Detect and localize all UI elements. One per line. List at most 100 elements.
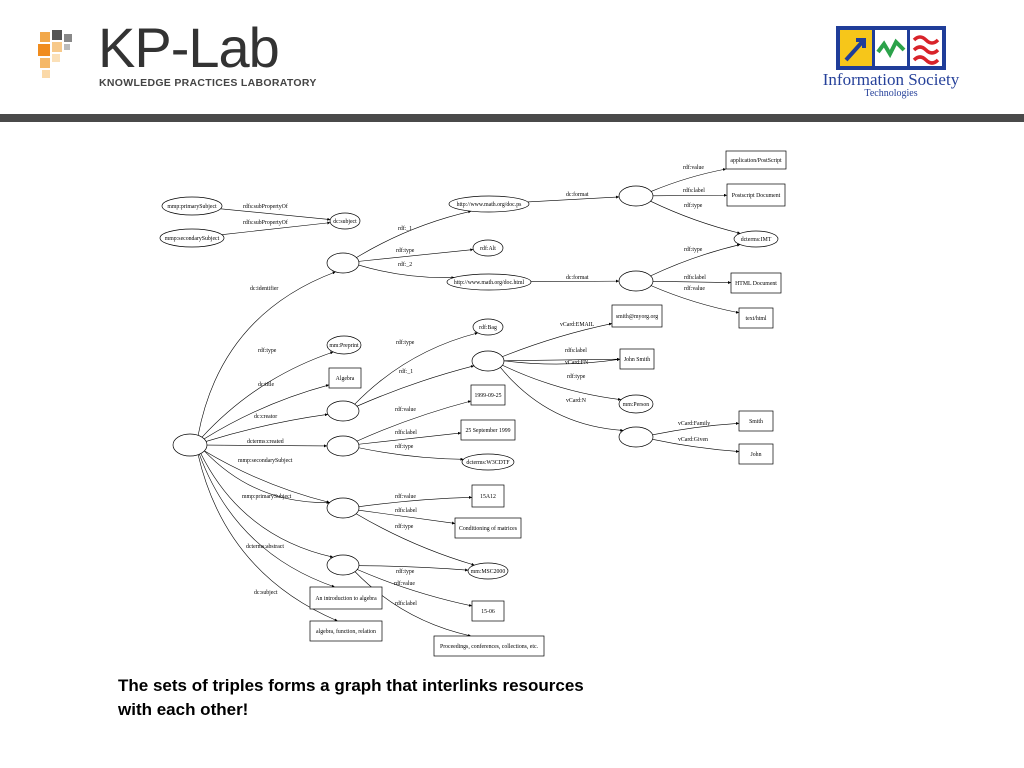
edge-label: dc:format xyxy=(566,191,589,198)
graph-node-date1: 1999-09-25 xyxy=(470,384,506,406)
graph-node-secondarySubject: mmp:secondarySubject xyxy=(159,228,225,248)
slide-caption: The sets of triples forms a graph that i… xyxy=(118,676,584,719)
blank-node xyxy=(326,435,360,457)
node-label: mmp:secondarySubject xyxy=(165,236,220,242)
edge-label: rdf:_1 xyxy=(398,225,412,232)
edge-label: vCard:Given xyxy=(678,437,708,443)
graph-edge xyxy=(356,210,472,258)
node-label: HTML Document xyxy=(735,281,777,287)
node-box xyxy=(730,272,782,294)
graph-edge xyxy=(355,513,475,566)
ist-subtitle: Technologies xyxy=(864,88,918,99)
slide-header: KP-Lab KNOWLEDGE PRACTICES LABORATORY In… xyxy=(0,0,1024,118)
graph-edge xyxy=(650,285,740,314)
graph-node-texthtml: text/html xyxy=(738,307,774,329)
graph-edge xyxy=(204,450,330,505)
graph-edge xyxy=(650,243,741,277)
graph-edge xyxy=(502,322,613,357)
graph-node-postscriptDoc: Postscript Document xyxy=(726,183,786,207)
graph-node-john: John xyxy=(738,443,774,465)
graph-edge xyxy=(206,444,328,448)
node-box xyxy=(611,304,663,328)
header-divider-bar xyxy=(0,114,1024,122)
node-label: text/html xyxy=(746,316,767,322)
edge-label: rdfs:label xyxy=(395,600,417,607)
graph-edge xyxy=(358,447,464,461)
edge-label: dc:creator xyxy=(254,414,277,420)
graph-edge xyxy=(652,421,740,436)
graph-edge xyxy=(652,439,740,453)
graph-edge xyxy=(203,384,330,440)
node-box xyxy=(726,183,786,207)
graph-edge xyxy=(502,364,622,401)
graph-edge xyxy=(358,248,474,262)
edge-label: rdf:value xyxy=(683,164,704,171)
node-label: Conditioning of matrices xyxy=(459,525,518,532)
kp-lab-logo-icon xyxy=(38,30,72,78)
graph-edge xyxy=(357,569,473,607)
ist-title: Information Society xyxy=(822,70,960,89)
edge-label: dc:title xyxy=(258,382,275,388)
edge-label: rdf:type xyxy=(258,347,277,354)
node-label: smith@myorg.org xyxy=(616,314,658,320)
node-label: 25 September 1999 xyxy=(465,428,510,434)
edge-label: vCard:EMAIL xyxy=(560,322,595,328)
graph-edge xyxy=(358,495,473,507)
edge-label: dc:subject xyxy=(254,590,278,596)
graph-node-johnSmith: John Smith xyxy=(619,348,655,370)
node-box xyxy=(619,348,655,370)
node-label: http://www.math.org/doc.html xyxy=(454,280,525,286)
blank-node xyxy=(471,350,505,372)
edge-label: dc:identifier xyxy=(250,285,278,292)
node-ellipse xyxy=(472,318,504,336)
node-label: dcterms:W3CDTF xyxy=(466,460,510,466)
graph-edge xyxy=(503,358,621,365)
node-ellipse xyxy=(326,335,362,355)
graph-edge xyxy=(197,271,336,436)
graph-edges xyxy=(197,168,741,637)
node-box xyxy=(309,620,383,642)
graph-node-smith: Smith xyxy=(738,410,774,432)
node-box xyxy=(738,443,774,465)
graph-edge xyxy=(221,221,331,235)
edge-label: rdf:value xyxy=(394,580,415,587)
kp-lab-title: KP-Lab xyxy=(98,16,280,79)
node-box xyxy=(309,586,383,610)
graph-edge xyxy=(356,400,472,442)
graph-edge xyxy=(358,431,462,445)
edge-label: rdf:type xyxy=(396,568,415,575)
rdf-graph: rdfs:subPropertyOfrdfs:subPropertyOfdc:i… xyxy=(159,150,787,657)
graph-node-mmPreprint: mm:Preprint xyxy=(326,335,362,355)
graph-edge xyxy=(530,279,620,283)
node-label: John Smith xyxy=(624,357,650,363)
graph-node-code1506: 15-06 xyxy=(471,600,505,622)
edge-label: rdf:type xyxy=(684,246,703,253)
node-ellipse xyxy=(733,230,779,248)
edge-label: rdf:type xyxy=(395,523,414,530)
node-ellipse xyxy=(446,273,532,291)
edge-label: rdf:type xyxy=(395,443,414,450)
node-label: John xyxy=(751,452,762,458)
graph-node-msc2000: mm:MSC2000 xyxy=(467,562,509,580)
graph-node-primarySubject: mmp:primarySubject xyxy=(161,196,223,216)
node-box xyxy=(460,419,516,441)
graph-node-email: smith@myorg.org xyxy=(611,304,663,328)
node-box xyxy=(328,367,362,389)
node-label: Algebra xyxy=(336,376,355,382)
edge-label: dc:format xyxy=(566,274,589,281)
graph-edge xyxy=(503,357,621,362)
node-box xyxy=(454,517,522,539)
kp-lab-subtitle: KNOWLEDGE PRACTICES LABORATORY xyxy=(99,77,317,89)
graph-edge xyxy=(652,193,728,197)
node-ellipse xyxy=(159,228,225,248)
node-ellipse xyxy=(467,562,509,580)
blank-node xyxy=(326,400,360,422)
graph-node-introAlgebra: An introduction to algebra xyxy=(309,586,383,610)
graph-edge xyxy=(358,509,456,525)
node-box xyxy=(725,150,787,170)
graph-nodes: mmp:primarySubject mmp:secondarySubject dc… xyxy=(159,150,787,657)
blank-node xyxy=(326,497,360,519)
graph-edge xyxy=(204,450,330,504)
edge-label: rdf:type xyxy=(684,202,703,209)
edge-label: rdf:value xyxy=(684,285,705,292)
